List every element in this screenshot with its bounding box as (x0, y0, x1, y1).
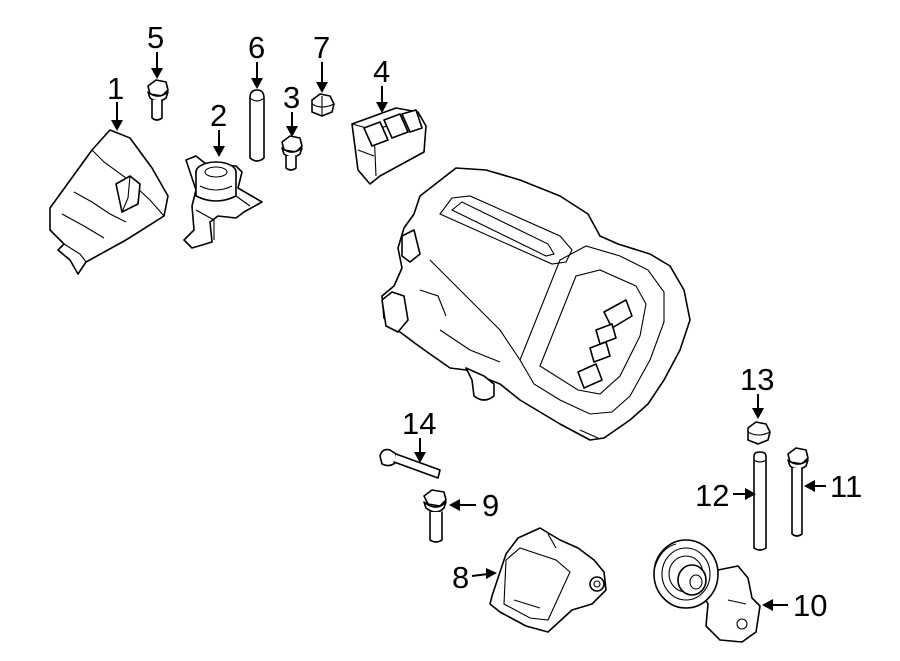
engine-assembly (381, 167, 691, 441)
callout-label-8: 8 (452, 560, 469, 595)
callout-11: 11 (804, 469, 862, 504)
callout-10: 10 (762, 588, 827, 623)
callout-1: 1 (107, 71, 124, 131)
callout-2: 2 (210, 98, 227, 157)
callout-label-13: 13 (740, 362, 774, 397)
part-14-long-bolt (379, 448, 441, 479)
part-12-stud (753, 451, 767, 551)
callout-4: 4 (373, 54, 390, 113)
callout-13: 13 (740, 362, 774, 419)
part-9-bolt (423, 489, 447, 543)
part-11-bolt (787, 447, 809, 537)
part-3-bolt (281, 135, 303, 171)
callout-label-7: 7 (313, 30, 330, 65)
part-6-stud (249, 89, 265, 162)
callout-label-3: 3 (283, 80, 300, 115)
callout-12: 12 (695, 478, 756, 513)
part-7-nut (311, 93, 335, 117)
callout-label-12: 12 (695, 478, 729, 513)
callout-label-10: 10 (793, 588, 827, 623)
callout-label-6: 6 (248, 30, 265, 65)
part-10-transmission-mount (653, 539, 761, 643)
callout-7: 7 (313, 30, 330, 93)
callout-label-4: 4 (373, 54, 390, 89)
callout-6: 6 (248, 30, 265, 89)
callout-5: 5 (147, 20, 164, 79)
part-4-insulator (351, 107, 427, 185)
callout-8: 8 (452, 560, 497, 595)
part-8-mount-bracket (489, 527, 607, 633)
part-13-nut (747, 421, 771, 445)
callout-9: 9 (449, 488, 499, 523)
callout-label-11: 11 (830, 469, 862, 504)
callout-label-5: 5 (147, 20, 164, 55)
callout-3: 3 (283, 80, 300, 137)
callout-14: 14 (402, 406, 436, 463)
part-1-heat-shield (49, 129, 169, 275)
part-5-bolt (147, 79, 169, 121)
callout-label-14: 14 (402, 406, 436, 441)
callout-label-2: 2 (210, 98, 227, 133)
callout-label-9: 9 (482, 488, 499, 523)
callout-label-1: 1 (107, 71, 124, 106)
part-2-engine-mount (183, 155, 263, 249)
